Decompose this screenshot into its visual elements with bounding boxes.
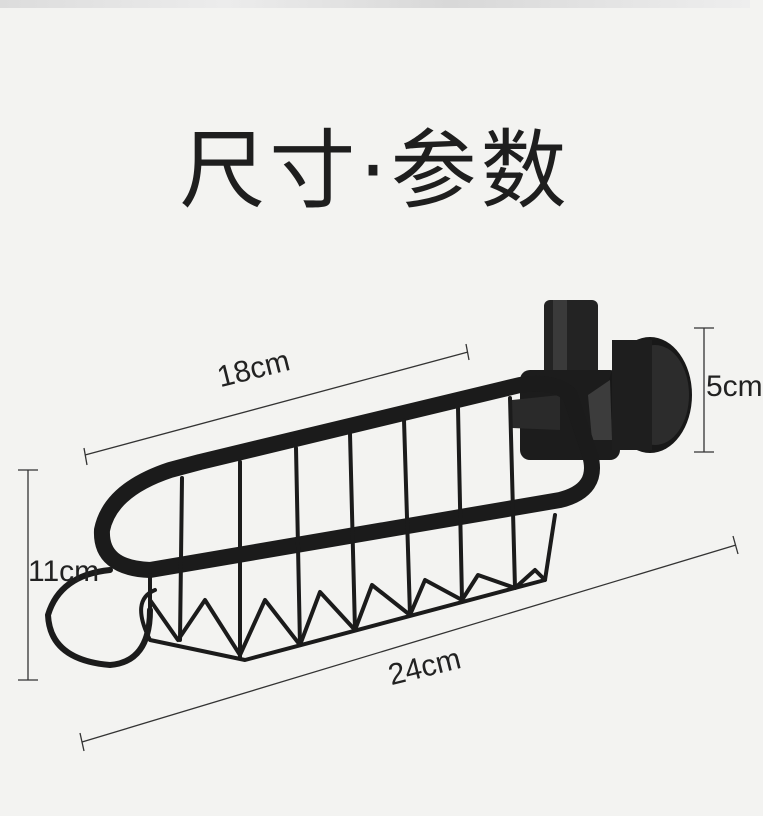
basket <box>45 375 600 668</box>
top-image-strip <box>0 0 750 8</box>
dimension-label-11cm: 11cm <box>28 555 100 588</box>
dimension-lines <box>18 327 739 752</box>
dimension-line-24cm <box>81 544 737 743</box>
dimension-line-18cm <box>84 351 469 456</box>
faucet-clamp <box>512 300 692 460</box>
dimension-label-5cm: 5cm <box>706 370 763 403</box>
page-title: 尺寸·参数 <box>179 121 571 221</box>
